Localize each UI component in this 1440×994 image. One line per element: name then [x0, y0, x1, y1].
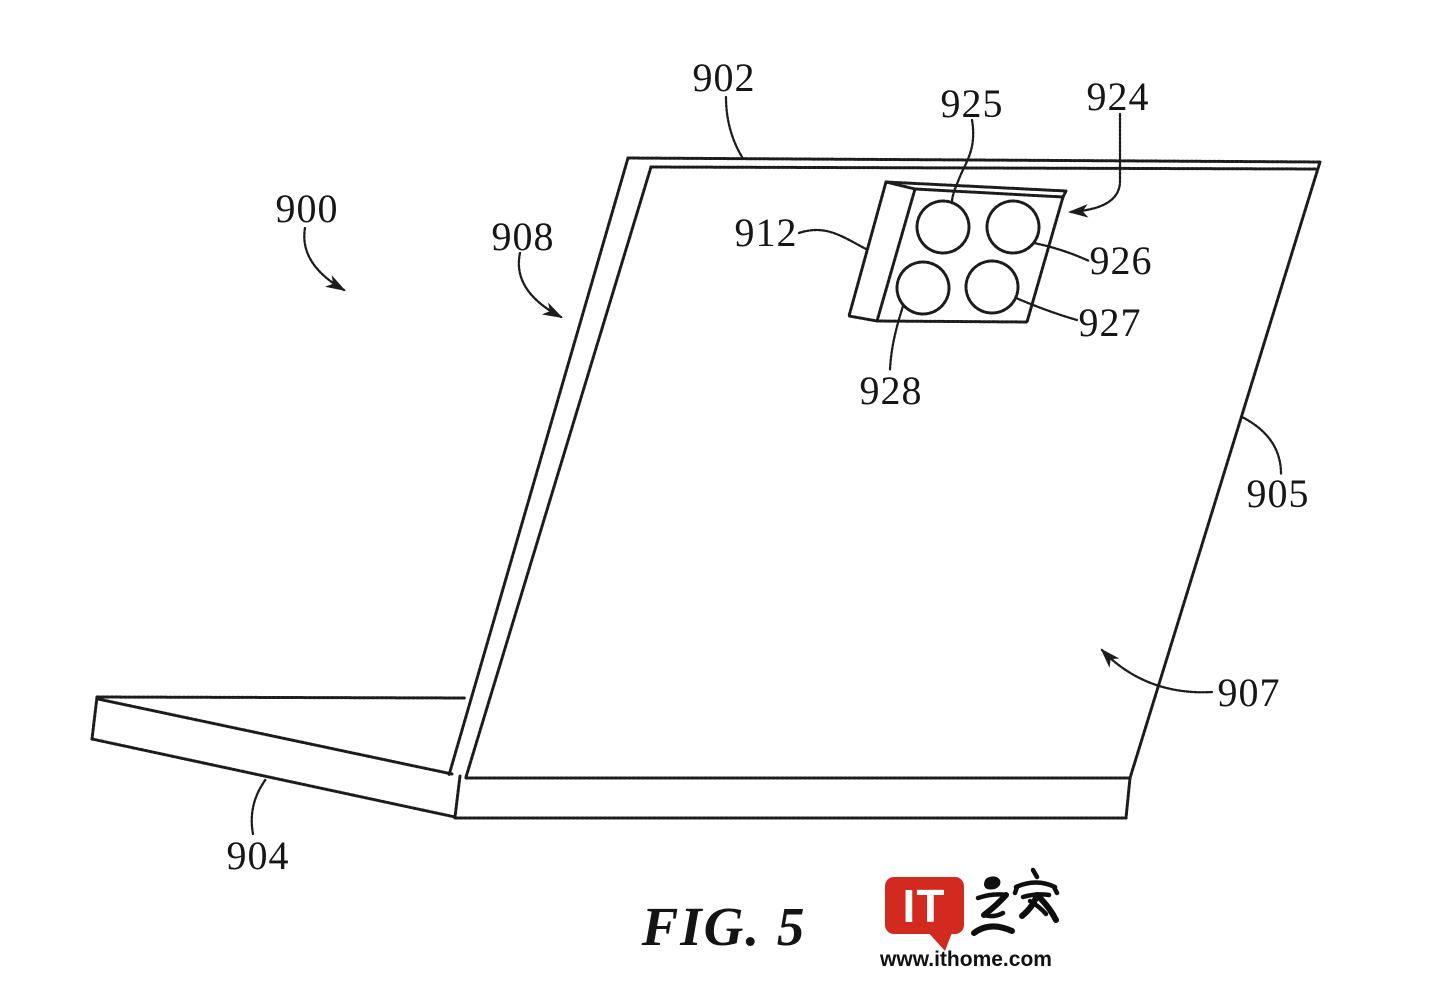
figure-caption: FIG. 5: [641, 896, 807, 957]
jia-glyph-stroke: [1019, 892, 1040, 919]
leader-900-arrow: [303, 226, 346, 292]
base-front-bottom-edge: [90, 737, 457, 819]
ithome-logo-box: [885, 877, 964, 934]
ref-label-924: 924: [1087, 74, 1150, 119]
lid-left-bottom-cap: [453, 774, 462, 819]
ithome-logo-speech-tail: [926, 930, 953, 951]
camera-module: [847, 180, 1068, 324]
device-drawing: [90, 156, 1322, 820]
camera-lens-bottom-left: [895, 260, 951, 316]
jia-glyph-stroke: [1051, 884, 1060, 896]
leader-926: [1032, 241, 1091, 263]
base-front-top-edge: [96, 697, 454, 776]
jia-glyph-stroke: [1013, 880, 1058, 890]
lid-outline: [447, 156, 1322, 820]
leader-927: [1014, 296, 1079, 322]
ref-label-925: 925: [941, 81, 1004, 126]
ithome-chinese-glyphs: 之家: [971, 867, 1060, 936]
jia-glyph-stroke: [1012, 884, 1020, 896]
leader-908-arrow: [517, 251, 563, 319]
leader-lines: [250, 95, 1283, 836]
lid-top-edge-inner: [649, 165, 1318, 171]
ref-label-905: 905: [1247, 471, 1310, 516]
leader-925: [950, 118, 975, 204]
camera-module-side-strip: [847, 180, 888, 323]
camera-module-face: [875, 187, 1065, 324]
leader-924-arrow: [1067, 112, 1122, 218]
ref-label-900: 900: [276, 186, 339, 231]
ref-label-902: 902: [693, 55, 756, 100]
ref-label-927: 927: [1079, 300, 1142, 345]
leader-907-arrow: [1100, 648, 1214, 694]
lid-top-edge-outer: [626, 156, 1322, 164]
ref-label-908: 908: [492, 214, 555, 259]
jia-glyph-stroke: [1030, 867, 1040, 880]
zhi-glyph-dot: [984, 876, 1001, 890]
camera-module-top-left-cap: [884, 180, 917, 191]
ref-label-912: 912: [735, 210, 798, 255]
ref-label-907: 907: [1218, 670, 1281, 715]
ref-label-904: 904: [227, 833, 290, 878]
jia-glyph-stroke: [1037, 895, 1059, 923]
jia-glyph-stroke: [1027, 898, 1049, 917]
ithome-logo-it-text: IT: [903, 880, 946, 932]
camera-module-top-edge: [884, 180, 1068, 199]
ithome-watermark: IT 之家 www.ithome.com: [879, 867, 1060, 971]
leader-928: [888, 304, 905, 372]
ithome-website-text: www.ithome.com: [879, 948, 1052, 971]
leader-905: [1240, 415, 1283, 476]
leader-904: [250, 777, 268, 836]
camera-lens-bottom-right: [964, 259, 1020, 315]
base-outline: [90, 695, 467, 819]
ref-label-928: 928: [860, 368, 923, 413]
reference-labels: 900 902 904 905 907 908 912 924 925 926 …: [227, 55, 1310, 878]
leader-912: [797, 228, 868, 251]
ref-label-926: 926: [1090, 238, 1153, 283]
lid-left-edge-inner: [464, 165, 653, 779]
camera-lens-top-right: [985, 199, 1041, 255]
zhi-glyph-stroke: [981, 910, 1006, 919]
lid-left-edge-outer: [447, 156, 630, 777]
base-back-top-edge: [95, 695, 467, 700]
zhi-glyph-stroke: [971, 923, 1015, 936]
base-left-cap: [90, 695, 99, 741]
camera-lens-top-left: [915, 199, 971, 255]
leader-902: [724, 95, 744, 159]
